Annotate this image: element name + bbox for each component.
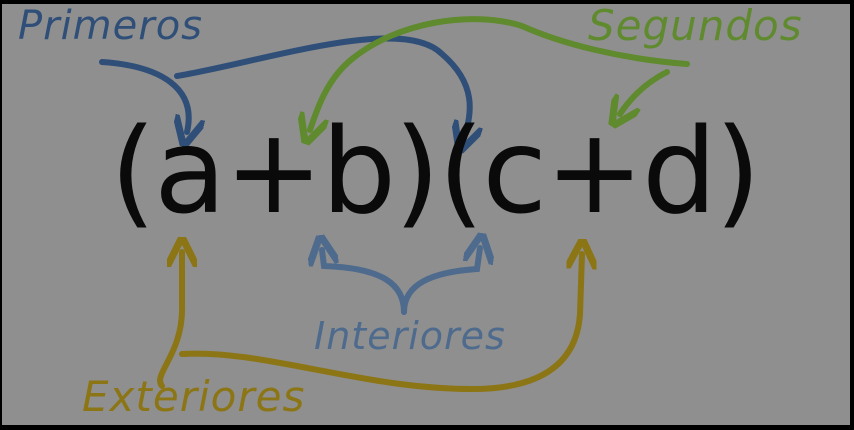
segundos-arrow-to-b (310, 16, 690, 130)
interiores-arrow-to-c (401, 248, 480, 315)
exteriores-arrow-to-a (157, 252, 182, 389)
interiores-arrow-to-b (322, 250, 407, 315)
interiores-label: Interiores (314, 314, 506, 358)
segundos-arrow-to-d (620, 69, 670, 114)
primeros-arrow-to-a (99, 59, 189, 132)
primeros-label: Primeros (18, 4, 204, 49)
primeros-arrow-to-c (174, 35, 470, 138)
arrows-layer (99, 16, 690, 393)
segundos-label: Segundos (588, 4, 803, 50)
exteriores-label: Exteriores (82, 372, 306, 421)
binomial-product-expression: (a+b)(c+d) (110, 102, 761, 240)
diagram-canvas: Primeros Segundos Interiores Exteriores … (2, 4, 850, 425)
exteriores-arrow-to-d (179, 254, 582, 393)
